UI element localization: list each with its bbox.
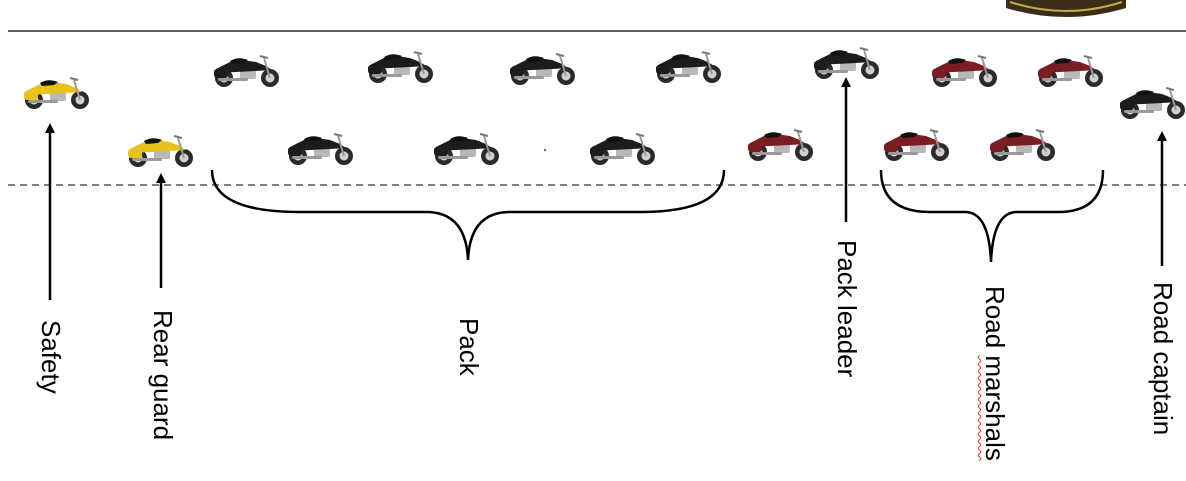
- label-road-marshals-part2: marshals: [980, 355, 1010, 461]
- motorcycle-icon-pack-1: [213, 55, 280, 88]
- label-pack-leader: Pack leader: [832, 240, 862, 378]
- stray-dot: [543, 148, 547, 152]
- label-pack: Pack: [454, 318, 484, 376]
- motorcycle-icon-pack-5: [509, 53, 576, 86]
- motorcycle-icon-sweep: [747, 129, 814, 162]
- motorcycle-icon-pack-6: [589, 133, 656, 166]
- label-road-marshals-part1: Road: [980, 286, 1010, 356]
- motorcycles: [23, 47, 1186, 168]
- label-safety: Safety: [36, 320, 66, 394]
- motorcycle-icon-pack-2: [287, 133, 354, 166]
- motorcycle-icon-pack-3: [367, 51, 434, 84]
- brace-road-marshals: [879, 169, 1105, 263]
- label-road-captain: Road captain: [1148, 282, 1178, 436]
- motorcycle-icon-marshal-2: [1037, 55, 1104, 88]
- motorcycle-icon-rear-guard: [127, 135, 194, 168]
- motorcycle-icon-pack-4: [433, 133, 500, 166]
- label-rear-guard: Rear guard: [148, 310, 178, 441]
- brace-pack: [210, 169, 726, 261]
- motorcycle-icon-pack-7: [655, 51, 722, 84]
- motorcycle-icon-marshal-4: [989, 129, 1056, 162]
- motorcycle-icon-pack-leader: [813, 47, 880, 80]
- motorcycle-icon-safety: [23, 77, 90, 110]
- motorcycle-icon-road-captain: [1119, 87, 1186, 120]
- motorcycle-icon-marshal-1: [931, 55, 998, 88]
- label-road-marshals: Road marshals: [980, 286, 1010, 461]
- motorcycle-icon-marshal-3: [883, 129, 950, 162]
- logo-badge: [1006, 0, 1126, 17]
